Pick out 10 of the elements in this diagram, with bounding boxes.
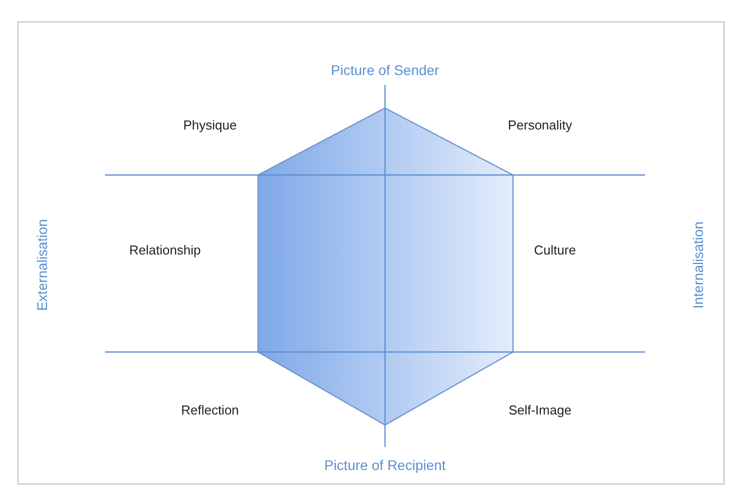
section-label: Personality	[508, 118, 572, 132]
axis-title: Picture of Sender	[330, 62, 440, 78]
section-label: Relationship	[129, 242, 201, 258]
axis-title: Picture of Recipient	[324, 457, 446, 473]
section-label: Physique	[183, 118, 237, 132]
section-label: Reflection	[181, 402, 239, 418]
section-label: Self-Image	[508, 402, 572, 418]
section-label: Culture	[534, 242, 576, 258]
axis-title: Externalisation	[34, 219, 50, 311]
axis-title: Internalisation	[690, 221, 706, 309]
